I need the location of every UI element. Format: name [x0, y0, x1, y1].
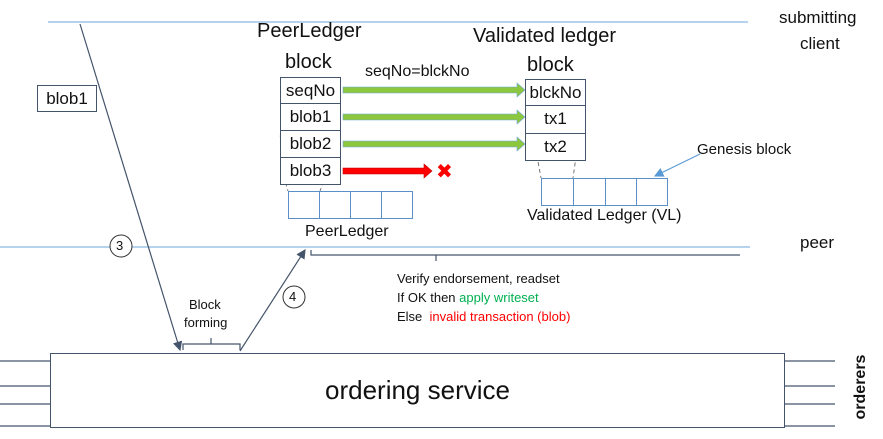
step-4-circle [282, 285, 306, 309]
orderers-lane-label: orderers [852, 354, 869, 420]
valid-mapping-arrow [342, 109, 526, 125]
vl-cell [573, 178, 606, 206]
ordering-service-label: ordering service [325, 375, 510, 405]
validated-block-label: block [527, 54, 574, 76]
step-3-circle [109, 234, 133, 258]
peer-ledger-cell [319, 191, 351, 219]
peer-block-row: blob3 [280, 157, 341, 185]
validated-block-row: tx2 [525, 133, 586, 161]
validation-line2: If OK then apply writeset [397, 290, 539, 305]
client-lane-label-2: client [800, 34, 840, 53]
client-lane-label-1: submitting [779, 8, 857, 27]
validated-block-row: tx1 [525, 105, 586, 134]
validation-line1: Verify endorsement, readset [397, 271, 560, 286]
validated-block-row: blckNo [525, 79, 586, 106]
validation-else-prefix: Else [397, 309, 430, 324]
vl-cell-genesis [636, 178, 668, 206]
submit-arrow [79, 23, 183, 352]
vl-cell [605, 178, 637, 206]
block-forming-line1: Block [189, 297, 221, 312]
validated-ledger-title: Validated ledger [473, 25, 617, 47]
peer-ledger-title: PeerLedger [257, 20, 362, 42]
valid-mapping-arrow [342, 82, 526, 98]
deliver-arrow [239, 248, 306, 352]
genesis-label: Genesis block [697, 141, 792, 158]
peer-block-row: blob1 [280, 103, 341, 131]
invalid-transaction-text: invalid transaction (blob) [429, 309, 571, 324]
peer-block-label: block [285, 51, 332, 73]
valid-mapping-arrow [342, 136, 526, 152]
blob1-box: blob1 [37, 85, 97, 112]
peer-ledger-cell [381, 191, 413, 219]
peer-block-row: blob2 [280, 130, 341, 158]
peer-ledger-cell [350, 191, 382, 219]
validation-line3: Else invalid transaction (blob) [397, 309, 570, 324]
mapping-label: seqNo=blckNo [365, 63, 470, 80]
peer-ledger-label: PeerLedger [305, 223, 389, 240]
validation-brace [310, 250, 740, 261]
invalid-mapping-arrow [342, 163, 433, 179]
peer-lane-label: peer [800, 233, 835, 252]
block-forming-brace [182, 338, 241, 350]
block-forming-line2: forming [184, 315, 228, 330]
ordering-service-box: ordering service [50, 353, 785, 428]
validation-ok-prefix: If OK then [397, 290, 460, 305]
orderer-lines [0, 360, 835, 427]
peer-block-row: seqNo [280, 77, 341, 104]
vl-label: Validated Ledger (VL) [527, 207, 682, 224]
vl-cell [541, 178, 574, 206]
reject-x-icon: ✖ [436, 159, 453, 183]
peer-ledger-cell [288, 191, 320, 219]
genesis-pointer [653, 153, 701, 177]
step-4-label: 4 [289, 289, 297, 304]
mapping-arrows: ✖ [342, 82, 526, 183]
apply-writeset-text: apply writeset [459, 290, 539, 305]
step-3-label: 3 [116, 238, 124, 253]
